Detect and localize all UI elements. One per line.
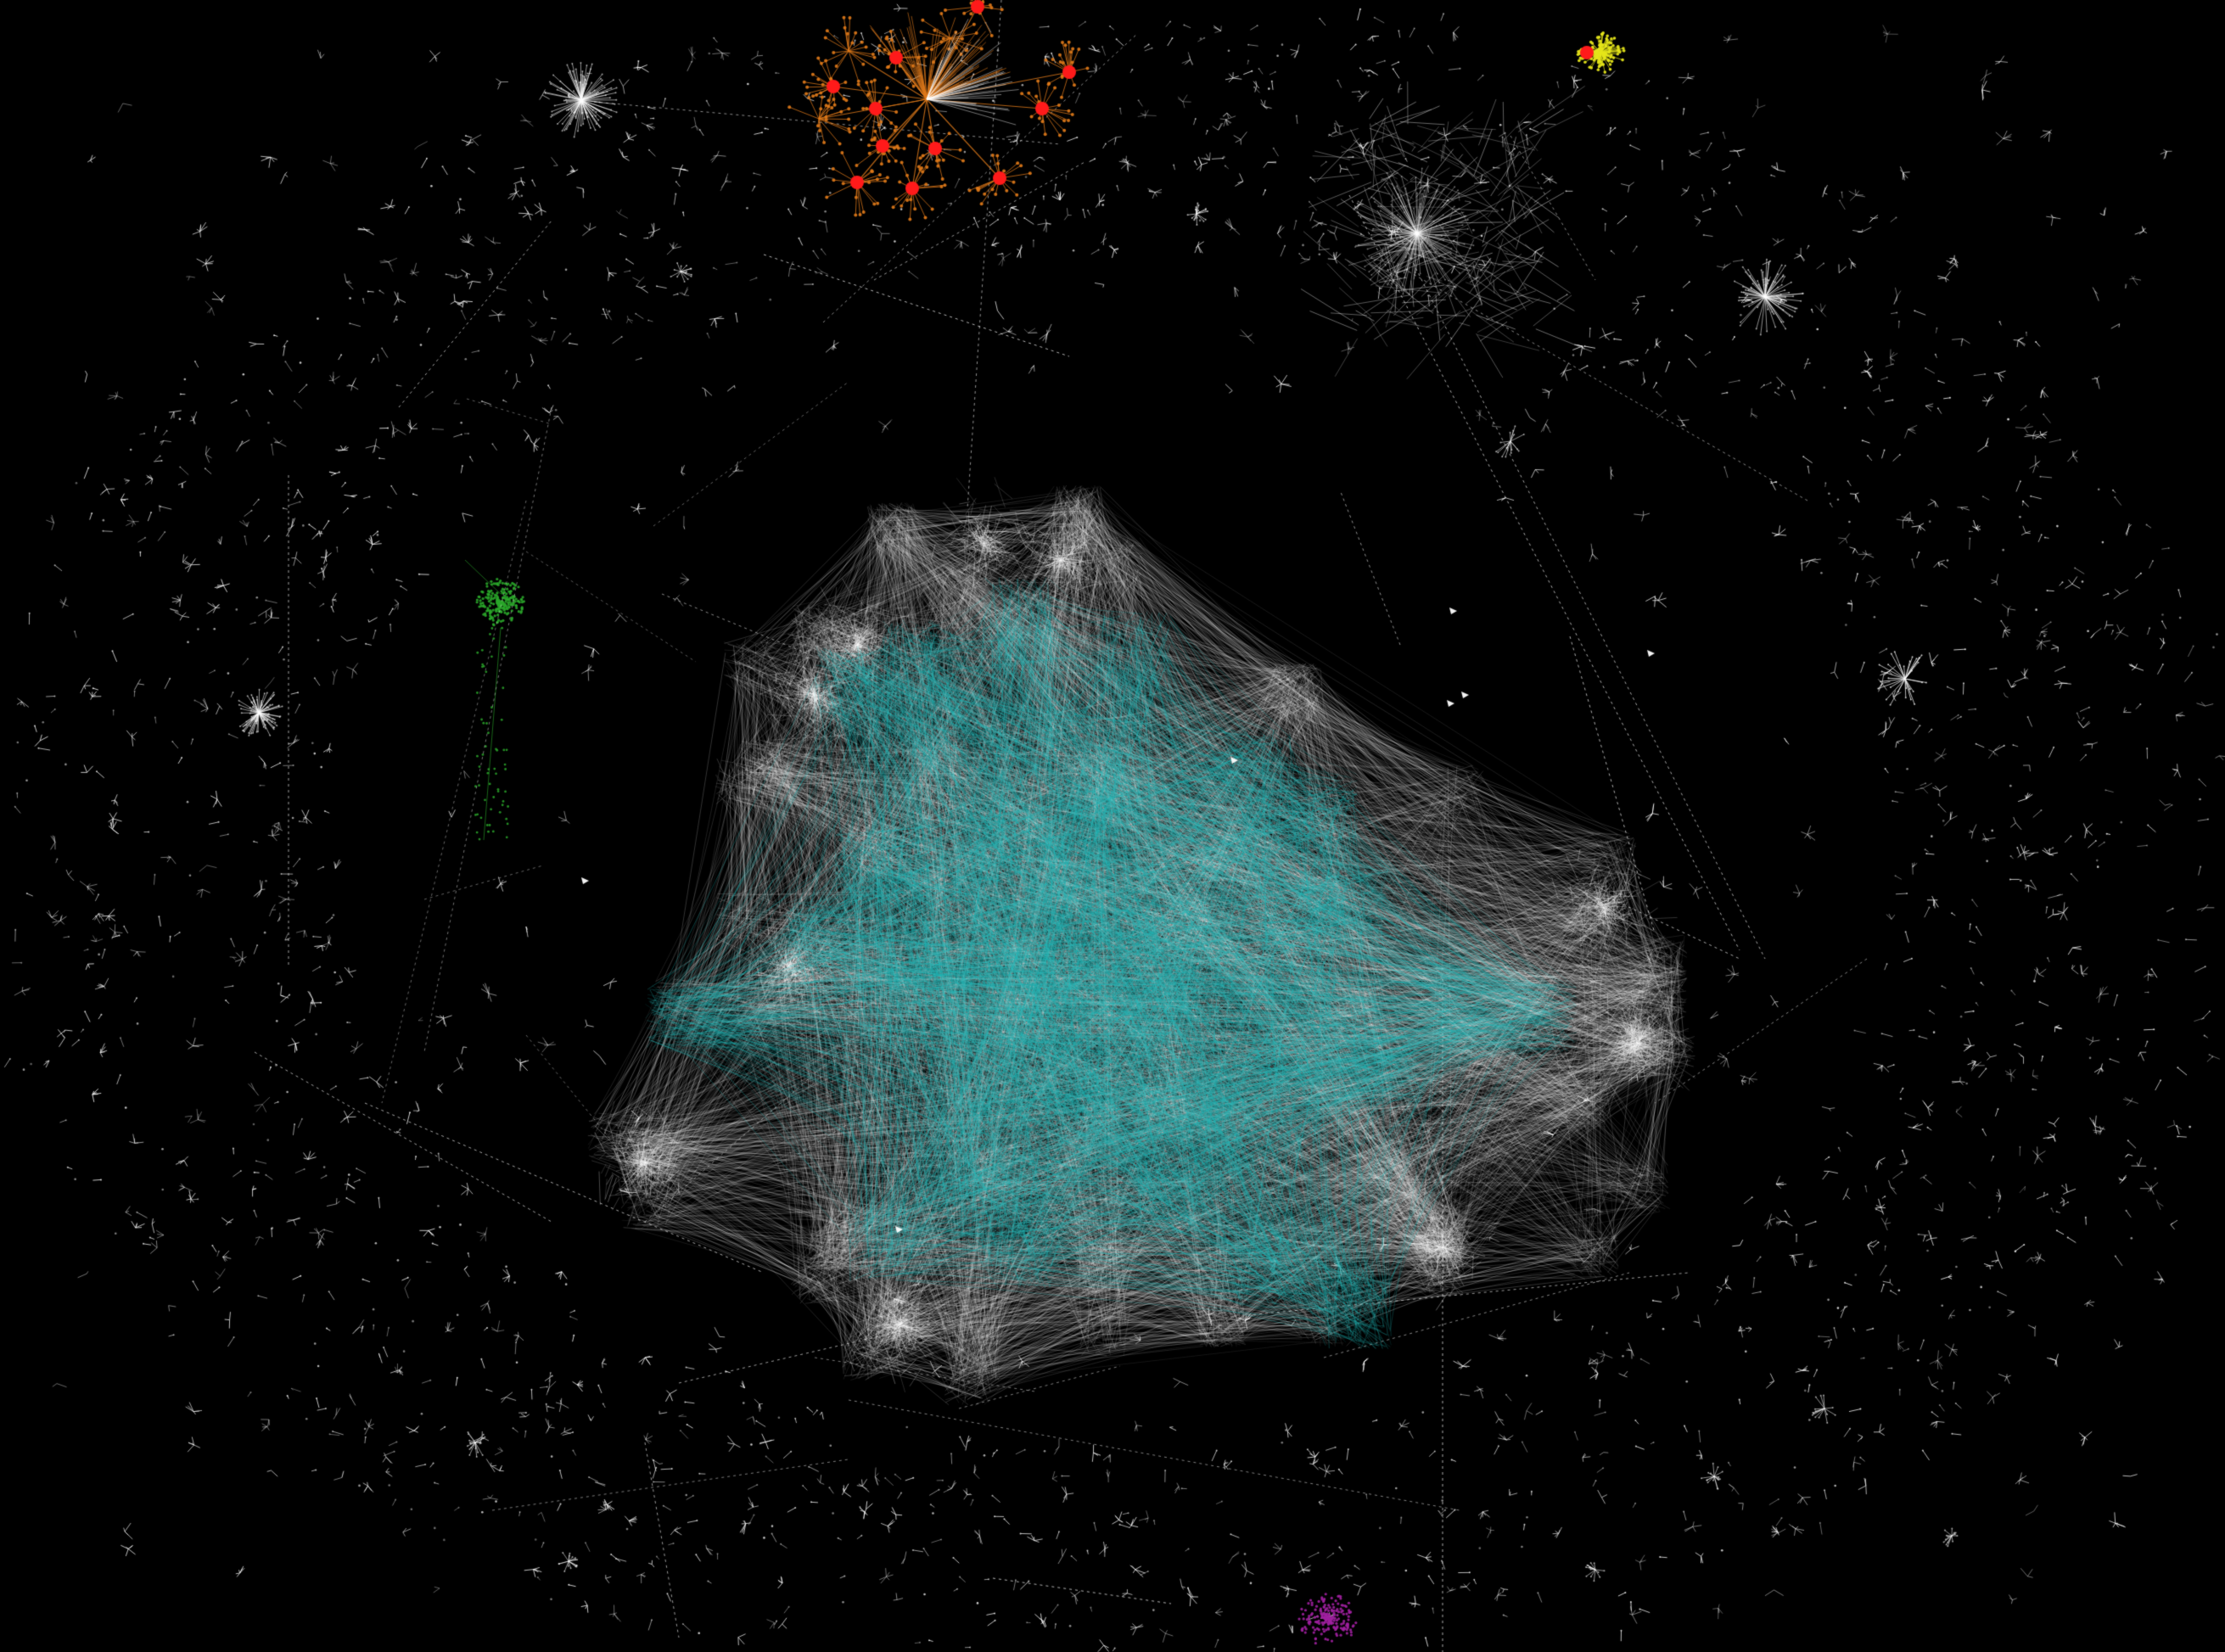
network-graph-canvas[interactable] [0, 0, 2225, 1652]
network-graph-view[interactable] [0, 0, 2225, 1652]
